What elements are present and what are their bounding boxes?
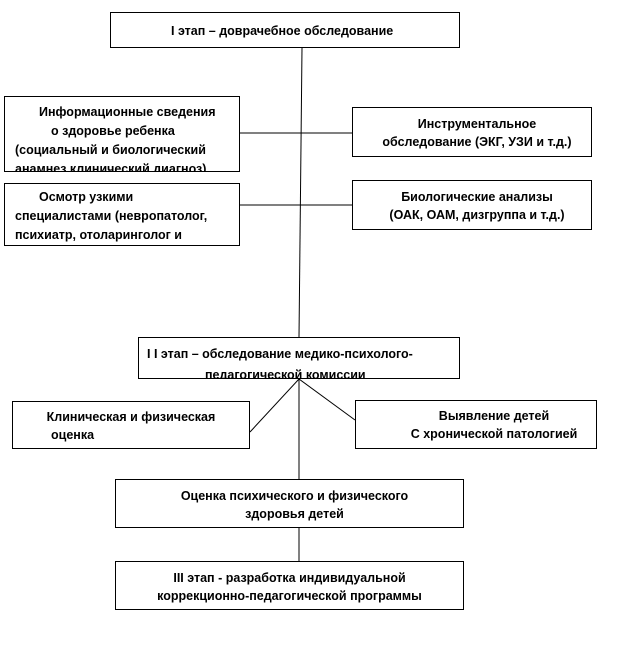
health-info-line-2: о здоровье ребенка bbox=[51, 124, 175, 138]
clinical-assessment-line-1: Клиническая и физическая bbox=[46, 410, 216, 424]
stage1-label: I этап – доврачебное обследование bbox=[171, 24, 394, 38]
biological-tests-line-1: Биологические анализы bbox=[401, 190, 553, 204]
stage2-line-1: I I этап – обследование медико-психолого… bbox=[147, 347, 413, 361]
specialists-exam-box: Осмотр узкими специалистами (невропатоло… bbox=[4, 183, 240, 246]
health-info-box: Информационные сведения о здоровье ребен… bbox=[4, 96, 240, 172]
stage3-line-2: коррекционно-педагогической программы bbox=[157, 589, 422, 603]
stage2-box: I I этап – обследование медико-психолого… bbox=[138, 337, 460, 379]
stage3-line-1: III этап - разработка индивидуальной bbox=[173, 571, 406, 585]
clinical-assessment-box: Клиническая и физическая оценка bbox=[12, 401, 250, 449]
connector-to-clinical bbox=[249, 378, 300, 433]
clinical-assessment-line-2: оценка bbox=[51, 428, 95, 442]
stage1-box: I этап – доврачебное обследование bbox=[110, 12, 460, 48]
instrumental-exam-line-2: обследование (ЭКГ, УЗИ и т.д.) bbox=[382, 135, 572, 149]
chronic-pathology-line-2: С хронической патологией bbox=[410, 427, 578, 441]
health-info-line-4: анамнез клинический диагноз) bbox=[15, 162, 207, 172]
specialists-exam-line-3: психиатр, отоларинголог и bbox=[15, 228, 182, 242]
health-info-line-1: Информационные сведения bbox=[39, 105, 216, 119]
health-assessment-line-2: здоровья детей bbox=[245, 507, 344, 521]
biological-tests-line-2: (ОАК, ОАМ, дизгруппа и т.д.) bbox=[389, 208, 565, 222]
main-vertical-connector bbox=[298, 47, 303, 338]
stage3-box: III этап - разработка индивидуальной кор… bbox=[115, 561, 464, 610]
health-assessment-line-1: Оценка психического и физического bbox=[180, 489, 409, 503]
stage2-line-2: педагогической комиссии bbox=[205, 368, 366, 379]
connector-to-chronic bbox=[298, 378, 356, 421]
instrumental-exam-box: Инструментальное обследование (ЭКГ, УЗИ … bbox=[352, 107, 592, 157]
chronic-pathology-box: Выявление детей С хронической патологией bbox=[355, 400, 597, 449]
biological-tests-box: Биологические анализы (ОАК, ОАМ, дизгруп… bbox=[352, 180, 592, 230]
specialists-exam-line-2: специалистами (невропатолог, bbox=[15, 209, 208, 223]
specialists-exam-line-1: Осмотр узкими bbox=[39, 190, 134, 204]
health-info-line-3: (социальный и биологический bbox=[15, 143, 206, 157]
chronic-pathology-line-1: Выявление детей bbox=[438, 409, 550, 423]
instrumental-exam-line-1: Инструментальное bbox=[417, 117, 537, 131]
health-assessment-box: Оценка психического и физического здоров… bbox=[115, 479, 464, 528]
